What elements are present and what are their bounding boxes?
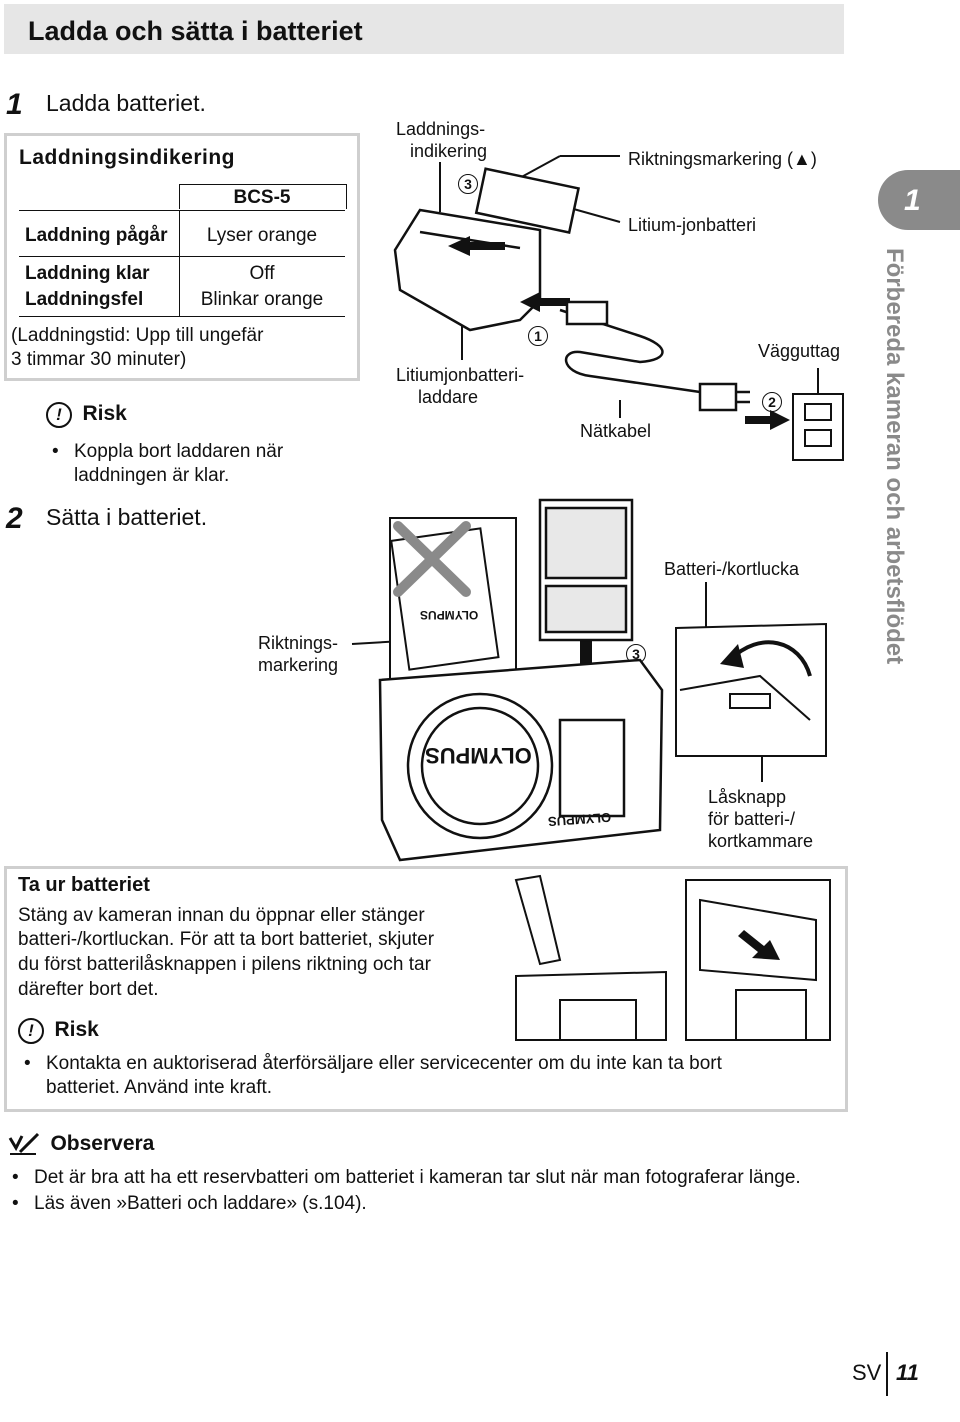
risk-exclamation-icon: ! [46,402,72,428]
label-riktnings-1: Riktnings- [258,633,339,653]
bullet: • [12,1167,19,1188]
label-charger-2: laddare [418,387,479,407]
footer-language: SV [852,1360,882,1385]
remove-illustration-2 [685,879,831,1041]
charge-time-note-1: (Laddningstid: Upp till ungefär [11,325,264,346]
chapter-title: Förbereda kameran och arbetsflödet [881,248,908,665]
step-2-number: 2 [6,502,23,535]
label-lock-2: för batteri-/ [708,809,796,829]
risk-exclamation-icon: ! [18,1018,44,1044]
remove-line-2: batteri-/kortluckan. För att ta bort bat… [18,929,435,950]
chapter-tab: 1 [878,170,960,230]
observe-title: Observera [50,1132,155,1155]
remove-heading: Ta ur batteriet [18,874,150,896]
label-wall-outlet: Vägguttag [758,341,841,361]
page-number: 11 [896,1360,919,1385]
chapter-title-vertical: Förbereda kameran och arbetsflödet [880,248,940,708]
step-1-number: 1 [6,88,23,121]
charge-table: BCS-5 Laddning pågår Lyser orange Laddni… [19,184,347,332]
charger-model: BCS-5 [233,187,291,208]
footer-divider [886,1352,888,1396]
row-value: Off [249,263,275,284]
risk-1-title: Risk [82,402,127,425]
risk-1-line-1: Koppla bort laddaren när [74,441,284,462]
pencil-note-icon [8,1132,40,1155]
page-title: Ladda och sätta i batteriet [28,16,363,46]
brand-lens-cap: OLYMPUS [425,743,532,768]
row-label: Laddning klar [25,263,150,284]
row-value: Lyser orange [206,225,318,246]
step-marker-1: 1 [528,326,548,346]
label-direction-mark: Riktningsmarkering (▲) [628,149,817,169]
step-1-text: Ladda batteriet. [46,90,206,116]
row-label: Laddningsfel [25,289,144,310]
observe-item-1: Det är bra att ha ett reservbatteri om b… [34,1167,801,1188]
charge-time-note-2: 3 timmar 30 minuter) [11,349,187,370]
arrow-icon [738,930,780,960]
chapter-number: 1 [904,184,921,217]
step-marker-3: 3 [626,644,646,664]
wall-outlet-drawing [792,393,844,461]
rotate-arrow-icon [728,640,812,677]
remove-line-1: Stäng av kameran innan du öppnar eller s… [18,905,425,926]
observe-item-2: Läs även »Batteri och laddare» (s.104). [34,1193,367,1214]
risk-1-heading: ! Risk [46,402,127,428]
label-battery-card-door: Batteri-/kortlucka [664,559,800,579]
observe-heading: Observera [8,1130,154,1158]
x-mark-icon [393,521,471,597]
row-value: Blinkar orange [200,289,324,310]
risk-2-line-1: Kontakta en auktoriserad återförsäljare … [46,1053,722,1074]
row-label: Laddning pågår [25,225,168,246]
label-laddnings-1: Laddnings- [396,119,486,139]
step-2-text: Sätta i batteriet. [46,504,208,530]
label-lock-1: Låsknapp [708,787,787,807]
label-riktnings-2: markering [258,655,339,675]
bullet: • [24,1053,31,1074]
brand-wrong-battery: OLYMPUS [420,608,479,622]
label-li-ion-battery: Litium-jonbatteri [628,215,757,235]
risk-2-heading: ! Risk [18,1018,99,1044]
label-charger-1: Litiumjonbatteri- [396,365,525,385]
step-marker-3: 3 [458,174,478,194]
remove-line-3: du först batterilåsknappen i pilens rikt… [18,954,431,975]
risk-1-line-2: laddningen är klar. [74,465,230,486]
charge-heading: Laddningsindikering [19,146,236,169]
charger-drawing [393,167,581,332]
door-closeup-drawing [675,622,827,757]
label-power-cord: Nätkabel [580,421,652,441]
camera-drawing [378,658,664,862]
remove-battery-box [4,866,848,1112]
risk-2-title: Risk [54,1018,99,1041]
label-lock-3: kortkammare [708,831,814,851]
title-bar: Ladda och sätta i batteriet [4,4,844,54]
bullet: • [52,441,59,462]
charge-indicator-box: Laddningsindikering BCS-5 Laddning pågår… [4,133,360,381]
power-cord-drawing [559,300,750,412]
label-laddnings-2: indikering [410,141,488,161]
battery-drawing [538,498,634,642]
bullet: • [12,1193,19,1214]
remove-line-4: därefter bort det. [18,979,159,1000]
remove-illustration-1 [514,874,667,1041]
risk-2-line-2: batteriet. Använd inte kraft. [46,1077,273,1098]
